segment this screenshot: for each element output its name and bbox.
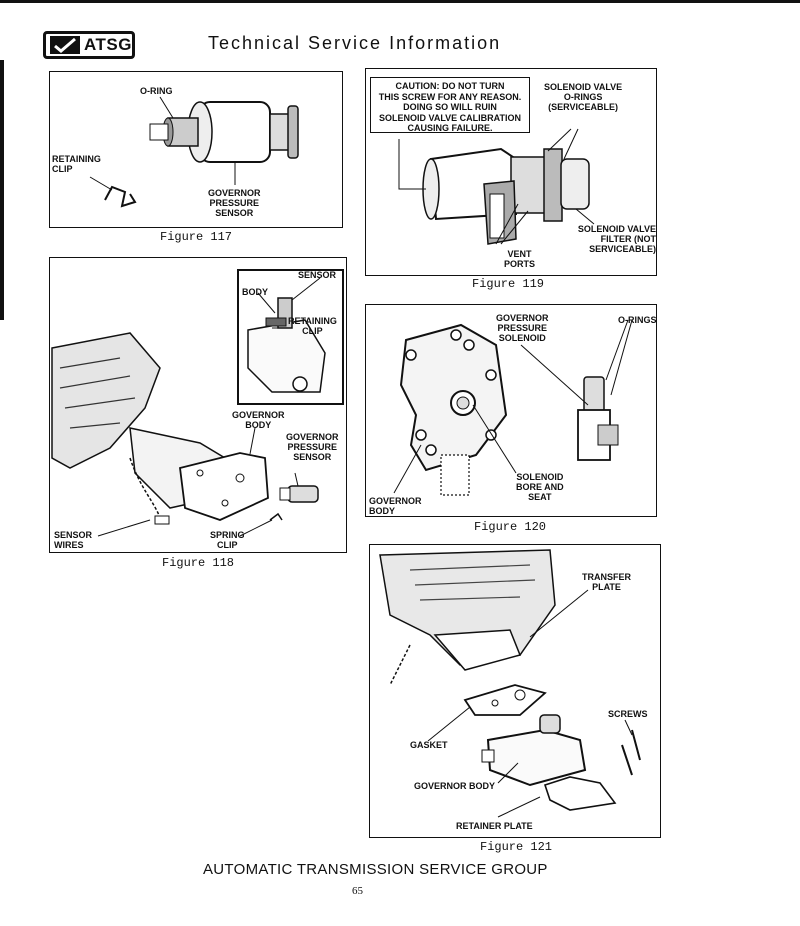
label-transfer-plate: TRANSFER PLATE [582,572,631,592]
logo-text: ATSG [84,35,132,54]
label-governor-body: GOVERNOR BODY [232,410,285,430]
figure-118-caption: Figure 118 [162,556,235,570]
label-retaining-clip: RETAINING CLIP [52,154,101,174]
footer-org: AUTOMATIC TRANSMISSION SERVICE GROUP [203,861,548,878]
label-body: BODY [242,287,269,297]
label-vent-ports: VENT PORTS [504,249,536,269]
figure-119-caption: Figure 119 [472,277,545,291]
label-retainer-plate: RETAINER PLATE [456,821,533,831]
figure-119: SOLENOID VALVE O-RINGS (SERVICEABLE) SOL… [365,68,657,276]
figure-118: SENSOR BODY RETAINING CLIP GOVERNOR BODY… [49,257,347,553]
check-icon [50,36,80,54]
valve-body-illustration [51,269,344,537]
label-orings: O-RINGS [618,315,657,325]
label-bore-and-seat: SOLENOID BORE AND SEAT [516,472,564,502]
figure-120-caption: Figure 120 [474,520,547,534]
figure-117: O-RING RETAINING CLIP GOVERNOR PRESSURE … [49,71,343,228]
label-solenoid-valve-filter: SOLENOID VALVE FILTER (NOT SERVICEABLE) [577,224,656,254]
figure-120: GOVERNOR PRESSURE SOLENOID O-RINGS SOLEN… [365,304,657,517]
figure-121: TRANSFER PLATE SCREWS GASKET GOVERNOR BO… [369,544,661,838]
figure-117-caption: Figure 117 [160,230,233,244]
transfer-plate-illustration [379,549,641,818]
page-title: Technical Service Information [208,33,502,53]
page-number: 65 [352,885,363,897]
label-solenoid-valve-orings: SOLENOID VALVE O-RINGS (SERVICEABLE) [544,82,623,112]
solenoid-valve-illustration [398,128,595,245]
label-governor-body: GOVERNOR BODY [369,496,422,516]
label-sensor-wires: SENSOR WIRES [54,530,93,550]
label-oring: O-RING [140,86,173,96]
label-governor-pressure-solenoid: GOVERNOR PRESSURE SOLENOID [496,313,549,343]
caution-box: CAUTION: DO NOT TURN THIS SCREW FOR ANY … [370,77,530,133]
label-screws: SCREWS [608,709,648,719]
label-governor-body: GOVERNOR BODY [414,781,496,791]
governor-sensor-illustration [89,96,299,208]
figure-121-caption: Figure 121 [480,840,553,854]
label-governor-pressure-sensor: GOVERNOR PRESSURE SENSOR [208,188,261,218]
label-sensor: SENSOR [298,270,337,280]
label-gasket: GASKET [410,740,448,750]
left-binding-bar [0,60,4,320]
atsg-logo: ATSG [43,31,135,59]
label-spring-clip: SPRING CLIP [210,530,245,550]
label-governor-pressure-sensor: GOVERNOR PRESSURE SENSOR [286,432,339,462]
label-retaining-clip: RETAINING CLIP [288,316,337,336]
governor-body-solenoid-illustration [393,319,633,496]
top-rule [0,0,800,3]
